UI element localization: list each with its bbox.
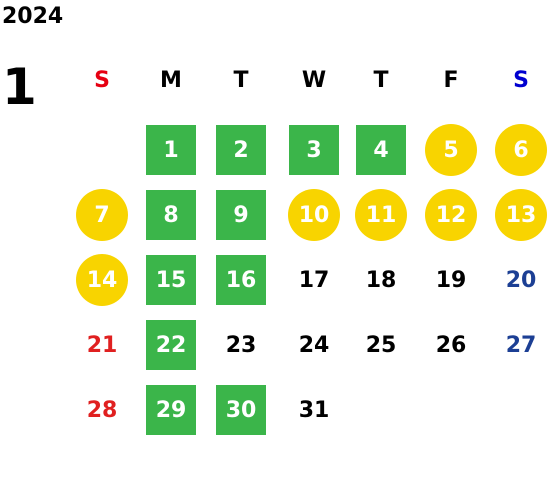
day-28[interactable]: 28 bbox=[86, 397, 118, 423]
weekday-sunday: S bbox=[94, 68, 110, 93]
day-3[interactable]: 3 bbox=[289, 125, 339, 175]
day-19[interactable]: 19 bbox=[435, 267, 467, 293]
day-23[interactable]: 23 bbox=[225, 332, 257, 358]
day-17[interactable]: 17 bbox=[298, 267, 330, 293]
day-1[interactable]: 1 bbox=[146, 125, 196, 175]
day-8[interactable]: 8 bbox=[146, 190, 196, 240]
weekday-saturday: S bbox=[513, 68, 529, 93]
day-24[interactable]: 24 bbox=[298, 332, 330, 358]
day-13[interactable]: 13 bbox=[495, 189, 547, 241]
weekday-tuesday: T bbox=[233, 68, 249, 93]
day-30[interactable]: 30 bbox=[216, 385, 266, 435]
weekday-wednesday: W bbox=[301, 68, 327, 93]
day-20[interactable]: 20 bbox=[505, 267, 537, 293]
day-18[interactable]: 18 bbox=[365, 267, 397, 293]
day-25[interactable]: 25 bbox=[365, 332, 397, 358]
day-15[interactable]: 15 bbox=[146, 255, 196, 305]
day-31[interactable]: 31 bbox=[298, 397, 330, 423]
day-21[interactable]: 21 bbox=[86, 332, 118, 358]
weekday-thursday: T bbox=[373, 68, 389, 93]
day-7[interactable]: 7 bbox=[76, 189, 128, 241]
day-4[interactable]: 4 bbox=[356, 125, 406, 175]
day-12[interactable]: 12 bbox=[425, 189, 477, 241]
day-27[interactable]: 27 bbox=[505, 332, 537, 358]
day-2[interactable]: 2 bbox=[216, 125, 266, 175]
month-number: 1 bbox=[2, 58, 37, 116]
day-29[interactable]: 29 bbox=[146, 385, 196, 435]
day-26[interactable]: 26 bbox=[435, 332, 467, 358]
day-5[interactable]: 5 bbox=[425, 124, 477, 176]
weekday-monday: M bbox=[160, 68, 182, 93]
year-label: 2024 bbox=[2, 4, 64, 29]
day-10[interactable]: 10 bbox=[288, 189, 340, 241]
weekday-friday: F bbox=[443, 68, 459, 93]
day-14[interactable]: 14 bbox=[76, 254, 128, 306]
day-11[interactable]: 11 bbox=[355, 189, 407, 241]
day-6[interactable]: 6 bbox=[495, 124, 547, 176]
day-16[interactable]: 16 bbox=[216, 255, 266, 305]
day-22[interactable]: 22 bbox=[146, 320, 196, 370]
day-9[interactable]: 9 bbox=[216, 190, 266, 240]
